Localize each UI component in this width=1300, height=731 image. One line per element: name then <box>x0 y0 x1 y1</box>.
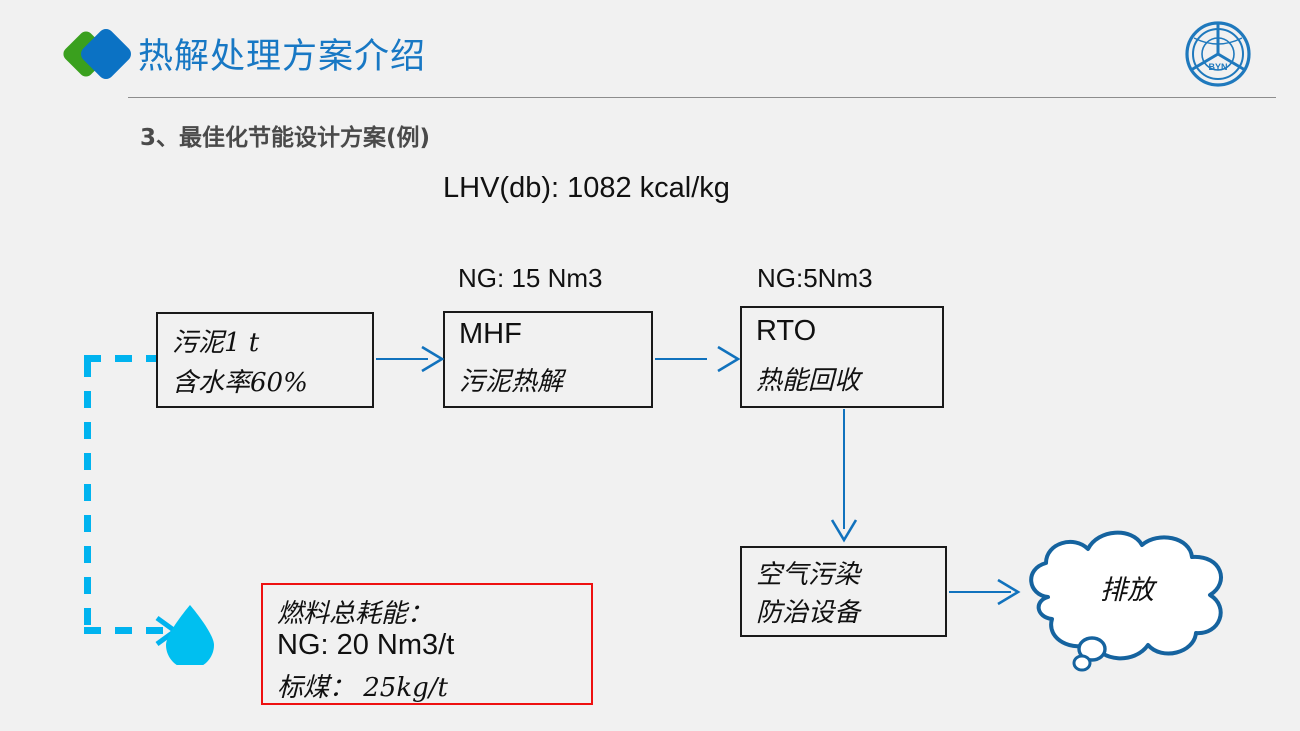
connector-rto-to-apc <box>843 409 845 529</box>
water-droplet-icon <box>162 603 218 669</box>
cloud-label: 排放 <box>1100 575 1154 606</box>
recycle-path-vertical-segment <box>84 360 91 632</box>
ng-rto-annotation: NG:5Nm3 <box>757 263 873 293</box>
page-title: 热解处理方案介绍 <box>138 37 427 77</box>
header-divider <box>128 97 1276 98</box>
byn-circular-logo-icon: BYN <box>1180 16 1256 92</box>
lhv-annotation: LHV(db): 1082 kcal/kg <box>443 172 730 204</box>
process-box-mhf[interactable]: MHF 污泥热解 <box>443 311 653 408</box>
connector-mhf-to-rto <box>655 358 707 360</box>
double-diamond-logo-icon <box>56 24 142 84</box>
fuel-box-line2: NG: 20 Nm3/t <box>277 629 455 661</box>
box-rto-line1: RTO <box>756 315 817 347</box>
connector-sludge-to-mhf <box>376 358 428 360</box>
box-apc-line2: 防治设备 <box>756 598 861 628</box>
fuel-box-line3: 标煤： 25kg/t <box>277 673 448 703</box>
arrowhead-apc-to-cloud-icon <box>997 578 1021 606</box>
box-sludge-line2: 含水率60% <box>172 368 308 398</box>
arrowhead-mhf-to-rto-icon <box>717 345 741 373</box>
section-subtitle: 3、最佳化节能设计方案(例) <box>140 125 431 151</box>
ng-mhf-annotation: NG: 15 Nm3 <box>458 263 603 293</box>
recycle-path-bottom-segment <box>84 627 168 634</box>
box-mhf-line2: 污泥热解 <box>459 367 564 397</box>
cloud-thought-bubble-icon <box>1008 525 1258 675</box>
box-sludge-line1: 污泥1 t <box>172 328 260 358</box>
process-box-air-pollution-control[interactable]: 空气污染 防治设备 <box>740 546 947 637</box>
box-apc-line1: 空气污染 <box>756 560 861 590</box>
fuel-consumption-summary-box[interactable]: 燃料总耗能： NG: 20 Nm3/t 标煤： 25kg/t <box>261 583 593 705</box>
arrowhead-sludge-to-mhf-icon <box>421 345 445 373</box>
box-rto-line2: 热能回收 <box>756 366 861 396</box>
process-box-sludge[interactable]: 污泥1 t 含水率60% <box>156 312 374 408</box>
svg-text:BYN: BYN <box>1208 62 1227 72</box>
recycle-path-top-segment <box>84 355 162 362</box>
arrowhead-rto-to-apc-icon <box>830 519 858 543</box>
process-box-rto[interactable]: RTO 热能回收 <box>740 306 944 408</box>
fuel-box-line1: 燃料总耗能： <box>277 599 434 629</box>
box-mhf-line1: MHF <box>459 318 522 350</box>
connector-apc-to-cloud <box>949 591 1011 593</box>
